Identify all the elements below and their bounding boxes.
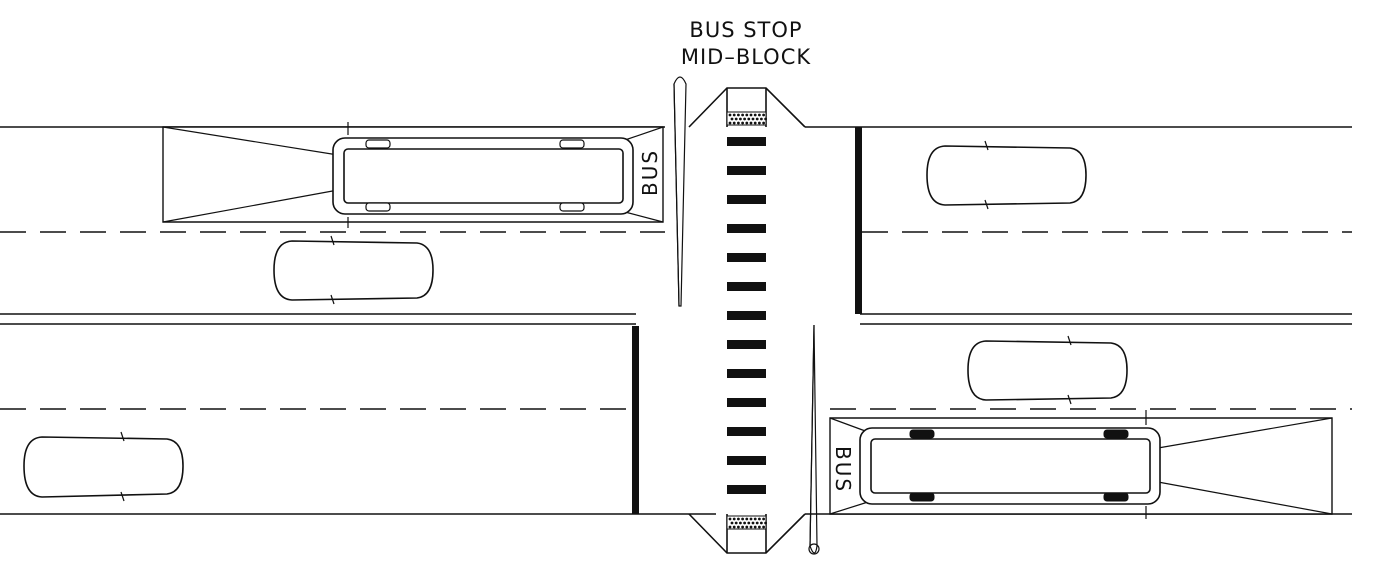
tactile-dot xyxy=(739,117,742,121)
tactile-dot xyxy=(762,525,765,529)
tactile-dot xyxy=(728,121,732,125)
tactile-dot xyxy=(758,113,761,117)
pole-bottom xyxy=(808,324,820,555)
crosswalk xyxy=(727,137,766,494)
tactile-dot xyxy=(743,117,746,121)
tactile-dot xyxy=(762,517,765,521)
tactile-dot xyxy=(737,113,740,117)
tactile-dot xyxy=(760,117,763,121)
curb-extension-top xyxy=(688,87,806,128)
tactile-dot xyxy=(753,525,757,529)
car-bottom-left xyxy=(23,431,184,502)
tactile-dot xyxy=(764,521,767,525)
tactile-dot xyxy=(755,117,759,121)
car-top-left xyxy=(273,235,434,305)
tactile-dot xyxy=(741,121,744,125)
crosswalk-stripe xyxy=(727,369,766,378)
tactile-dots-top xyxy=(728,113,767,125)
stop-bar-left xyxy=(632,326,639,514)
tactile-dot xyxy=(753,113,757,117)
tactile-dot xyxy=(749,517,753,521)
tactile-dot xyxy=(762,121,765,125)
tactile-dot xyxy=(747,117,751,121)
bus-bottom-label: BUS xyxy=(831,446,855,493)
bus-bottom: BUS xyxy=(831,410,1161,519)
tactile-dot xyxy=(753,517,757,521)
tactile-dot xyxy=(758,517,761,521)
tactile-dot xyxy=(728,525,732,529)
tactile-dot xyxy=(737,525,740,529)
tactile-dot xyxy=(762,113,765,117)
crosswalk-stripe xyxy=(727,224,766,233)
crosswalk-stripe xyxy=(727,485,766,494)
tactile-dot xyxy=(732,525,736,529)
car-bottom-right xyxy=(967,335,1128,405)
tactile-dot xyxy=(743,521,746,525)
bus-top-label: BUS xyxy=(638,149,662,196)
tactile-dot xyxy=(728,517,732,521)
tactile-dot xyxy=(764,117,767,121)
tactile-dot xyxy=(745,525,749,529)
tactile-dot xyxy=(755,521,759,525)
lane-lines xyxy=(0,231,1352,410)
tactile-dot xyxy=(749,525,753,529)
crosswalk-stripe xyxy=(727,166,766,175)
tactile-dot xyxy=(739,521,742,525)
tactile-dot xyxy=(730,521,734,525)
tactile-dot xyxy=(753,121,757,125)
tactile-dot xyxy=(728,113,732,117)
tactile-dot xyxy=(730,117,734,121)
tactile-dot xyxy=(758,121,761,125)
tactile-dot xyxy=(745,517,749,521)
diagram-title-line1: BUS STOP xyxy=(689,18,802,42)
pole-top xyxy=(673,76,687,307)
crosswalk-stripe xyxy=(727,340,766,349)
tactile-dot xyxy=(760,521,763,525)
tactile-dot xyxy=(732,113,736,117)
tactile-dot xyxy=(749,121,753,125)
car-top-right xyxy=(926,140,1087,210)
tactile-dot xyxy=(745,121,749,125)
tactile-dot xyxy=(732,517,736,521)
tactile-dot xyxy=(758,525,761,529)
crosswalk-stripe xyxy=(727,456,766,465)
tactile-dot xyxy=(749,113,753,117)
bus-top: BUS xyxy=(332,122,662,228)
tactile-dot xyxy=(732,121,736,125)
crosswalk-stripe xyxy=(727,137,766,146)
crosswalk-stripe xyxy=(727,311,766,320)
tactile-dot xyxy=(741,525,744,529)
tactile-dot xyxy=(737,517,740,521)
tactile-dots-bottom xyxy=(728,517,767,529)
crosswalk-stripe xyxy=(727,427,766,436)
tactile-dot xyxy=(745,113,749,117)
tactile-dot xyxy=(741,517,744,521)
tactile-dot xyxy=(737,121,740,125)
stop-bar-right xyxy=(855,127,862,314)
tactile-dot xyxy=(751,117,755,121)
tactile-dot xyxy=(734,117,738,121)
crosswalk-stripe xyxy=(727,282,766,291)
tactile-dot xyxy=(751,521,755,525)
tactile-dot xyxy=(734,521,738,525)
diagram-title-line2: MID–BLOCK xyxy=(681,45,812,69)
tactile-dot xyxy=(741,113,744,117)
crosswalk-stripe xyxy=(727,398,766,407)
tactile-dot xyxy=(747,521,751,525)
crosswalk-stripe xyxy=(727,253,766,262)
crosswalk-stripe xyxy=(727,195,766,204)
